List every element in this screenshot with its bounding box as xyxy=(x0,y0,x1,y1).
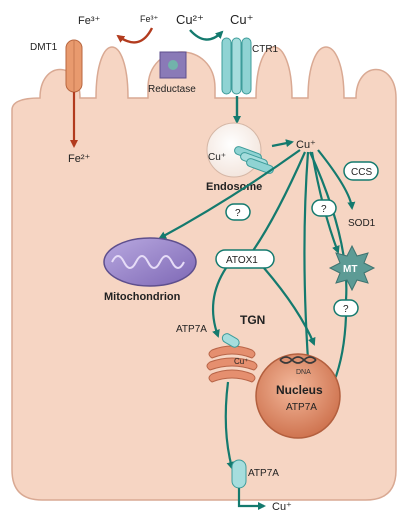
atox1-to-tgn-arrow xyxy=(212,267,227,338)
dmt1-transporter-icon xyxy=(65,39,83,93)
ccs-label: CCS xyxy=(351,167,372,178)
fe3-left-label: Fe³⁺ xyxy=(78,15,101,27)
mt-star-icon xyxy=(328,244,376,292)
cu-reduction-arrow xyxy=(189,29,224,41)
cu-plus-top-label: Cu⁺ xyxy=(230,12,253,27)
fe3-right-label: Fe³⁺ xyxy=(140,14,159,24)
q1-box xyxy=(225,203,251,221)
cu-efflux-arrow xyxy=(237,488,266,510)
hub-to-atox1-path xyxy=(249,151,307,256)
ctr1-label: CTR1 xyxy=(252,44,279,55)
tgn-to-membrane-arrow xyxy=(224,381,235,470)
atp7a-membrane-label: ATP7A xyxy=(248,468,279,479)
endosome-label: Endosome xyxy=(206,181,262,193)
atp7a-nucleus-label: ATP7A xyxy=(286,402,317,413)
atox1-to-nucleus-arrow xyxy=(263,267,316,346)
q1-label: ? xyxy=(235,208,241,219)
mitochondrion-icon xyxy=(103,237,197,287)
hub-to-mitochondrion-arrow xyxy=(158,149,301,239)
sod1-label: SOD1 xyxy=(348,218,376,229)
fe2-label: Fe²⁺ xyxy=(68,153,91,165)
atp7a-tgn-label: ATP7A xyxy=(176,324,207,335)
fe-reduction-arrow xyxy=(116,27,154,44)
hub-cu-label: Cu⁺ xyxy=(296,139,316,151)
endosome xyxy=(206,122,262,178)
tgn-pump-icon xyxy=(221,333,240,348)
ctr1-channel-icon xyxy=(221,37,252,95)
endosome-cu-label: Cu⁺ xyxy=(208,152,226,163)
nucleus xyxy=(255,353,341,439)
dna-label: DNA xyxy=(296,369,311,376)
golgi-tgn-icon xyxy=(206,345,258,383)
q3-label: ? xyxy=(343,304,349,315)
q2-label: ? xyxy=(321,204,327,215)
ccs-box xyxy=(343,161,379,181)
tgn-label: TGN xyxy=(240,313,265,327)
membrane-atp7a-pump-icon xyxy=(231,459,247,489)
cell-membrane xyxy=(11,46,397,501)
atox1-label: ATOX1 xyxy=(226,255,258,266)
tgn-cu-label: Cu⁺ xyxy=(234,357,248,366)
endosome-channel-icon xyxy=(234,146,274,174)
endosome-to-hub-arrow xyxy=(271,139,294,148)
atox1-box xyxy=(215,249,275,269)
cu2-label: Cu²⁺ xyxy=(176,12,204,27)
nucleus-label: Nucleus xyxy=(276,383,323,397)
cu-out-label: Cu⁺ xyxy=(272,501,292,513)
reductase-label: Reductase xyxy=(148,84,196,95)
hub-to-q3-path xyxy=(308,151,348,301)
dmt1-label: DMT1 xyxy=(30,42,58,53)
mt-label: MT xyxy=(343,264,357,275)
dna-helix-icon xyxy=(279,356,317,364)
q2-box xyxy=(311,199,337,217)
mitochondrion-label: Mitochondrion xyxy=(104,291,181,303)
hub-to-sod1-arrow xyxy=(317,149,356,210)
